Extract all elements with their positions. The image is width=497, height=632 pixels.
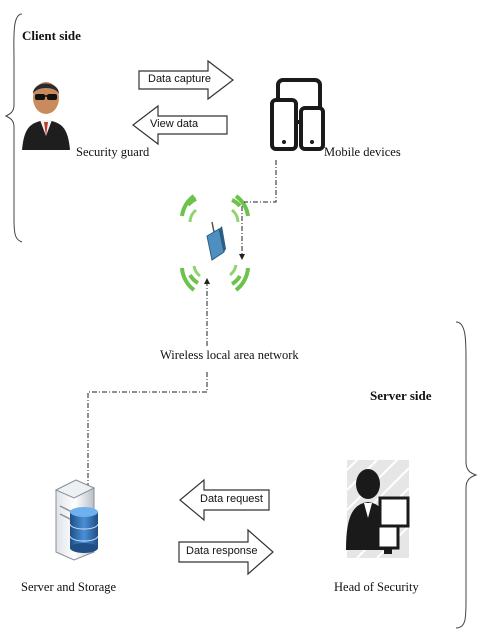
data-capture-label: Data capture [148, 73, 211, 85]
security-guard-label: Security guard [76, 145, 150, 159]
view-data-arrow [132, 104, 228, 146]
wireless-network-label: Wireless local area network [160, 348, 299, 362]
head-of-security-label: Head of Security [334, 580, 419, 594]
head-of-security-icon [346, 459, 410, 559]
data-request-label: Data request [200, 493, 263, 505]
security-guard-icon [22, 82, 70, 150]
mobile-wireless-connector [244, 160, 277, 203]
network-server-connector [85, 372, 208, 511]
client-side-title: Client side [22, 28, 81, 43]
view-data-label: View data [150, 118, 199, 130]
data-response-label: Data response [186, 545, 258, 557]
data-capture-arrow [138, 59, 234, 101]
server-side-title: Server side [370, 388, 432, 403]
mobile-devices-label: Mobile devices [324, 145, 401, 159]
data-response-arrow [178, 528, 274, 576]
client-side-brace [4, 13, 23, 243]
server-storage-icon [54, 479, 99, 561]
mobile-devices-icon [270, 78, 325, 151]
data-request-arrow [179, 478, 270, 522]
server-storage-label: Server and Storage [21, 580, 117, 594]
server-side-brace [455, 321, 478, 629]
wireless-router-icon [180, 194, 250, 292]
